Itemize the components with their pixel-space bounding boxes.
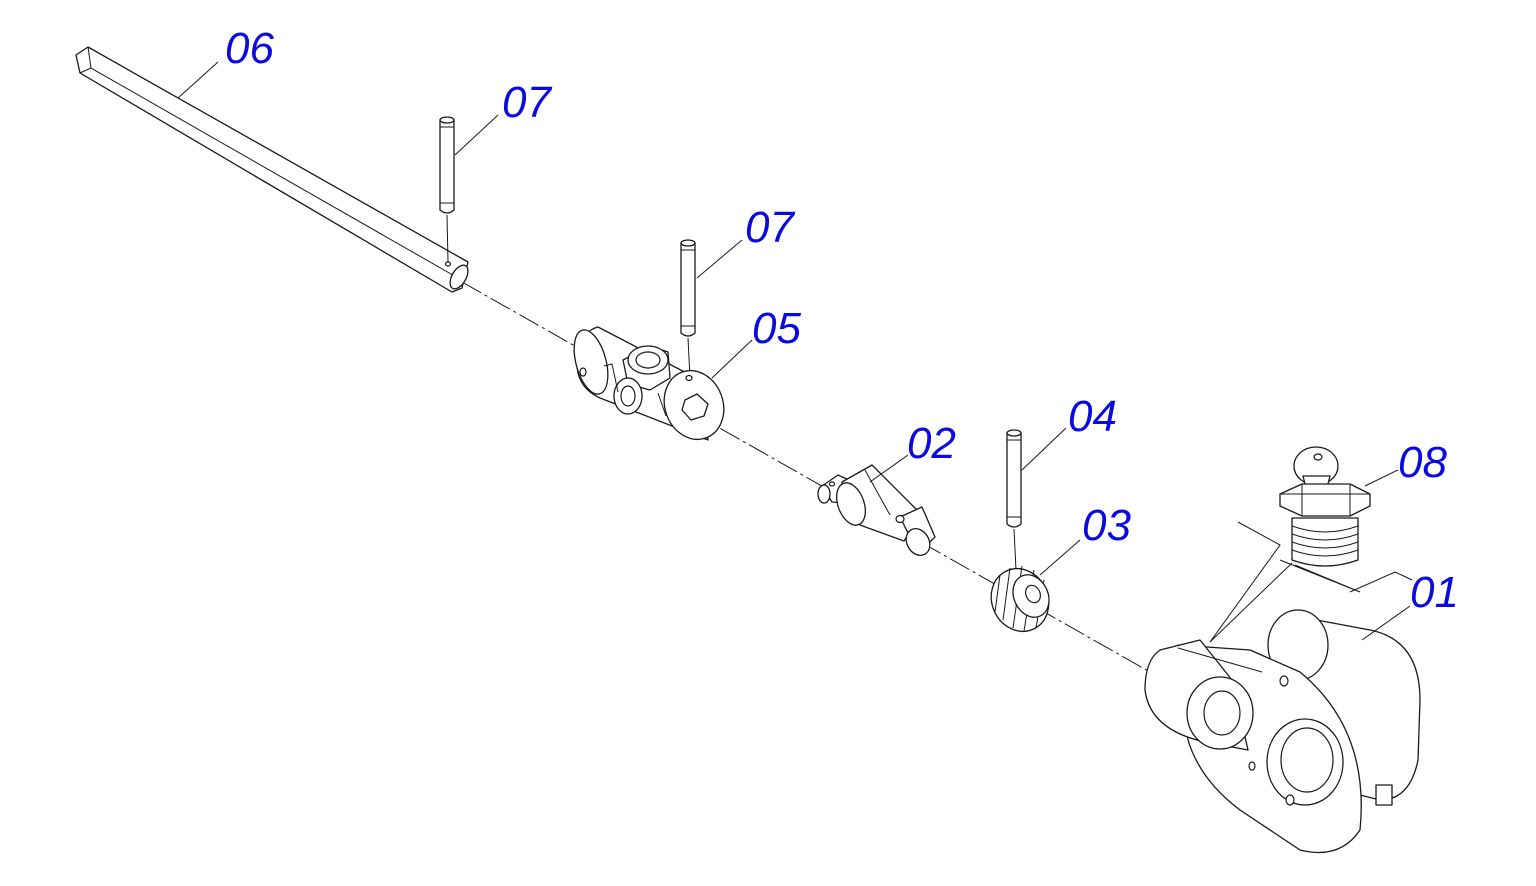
- leader-05: [711, 339, 753, 379]
- leader-02: [869, 454, 909, 483]
- callout-label-01: 01: [1410, 568, 1459, 617]
- callout-label-04: 04: [1068, 392, 1117, 441]
- callout-label-06: 06: [225, 24, 274, 73]
- callout-label-02: 02: [907, 419, 956, 468]
- leader-07-lower: [696, 239, 743, 279]
- leader-08: [1364, 469, 1399, 487]
- part-04-pin: [1006, 429, 1022, 571]
- part-07-pin-upper: [439, 116, 455, 263]
- leader-03: [1039, 539, 1081, 576]
- part-07-pin-lower: [680, 239, 696, 379]
- leader-04: [1021, 427, 1067, 471]
- callout-label-07-upper: 07: [502, 78, 552, 127]
- callout-label-08: 08: [1398, 438, 1447, 487]
- callout-label-03: 03: [1082, 501, 1131, 550]
- part-08-fitting-position-lines: [1209, 521, 1413, 643]
- part-01-gear-housing: [1144, 609, 1421, 854]
- part-08-grease-nipple: [1279, 446, 1371, 567]
- leader-06: [177, 61, 219, 99]
- leader-07-upper: [454, 114, 499, 156]
- part-06-hex-shaft: [75, 46, 469, 293]
- callout-label-07-lower: 07: [745, 203, 795, 252]
- part-02-stepped-shaft: [817, 464, 936, 556]
- part-03-bevel-gear: [990, 565, 1050, 632]
- part-05-universal-joint: [573, 326, 725, 441]
- leader-01: [1361, 605, 1411, 641]
- callout-label-05: 05: [752, 304, 801, 353]
